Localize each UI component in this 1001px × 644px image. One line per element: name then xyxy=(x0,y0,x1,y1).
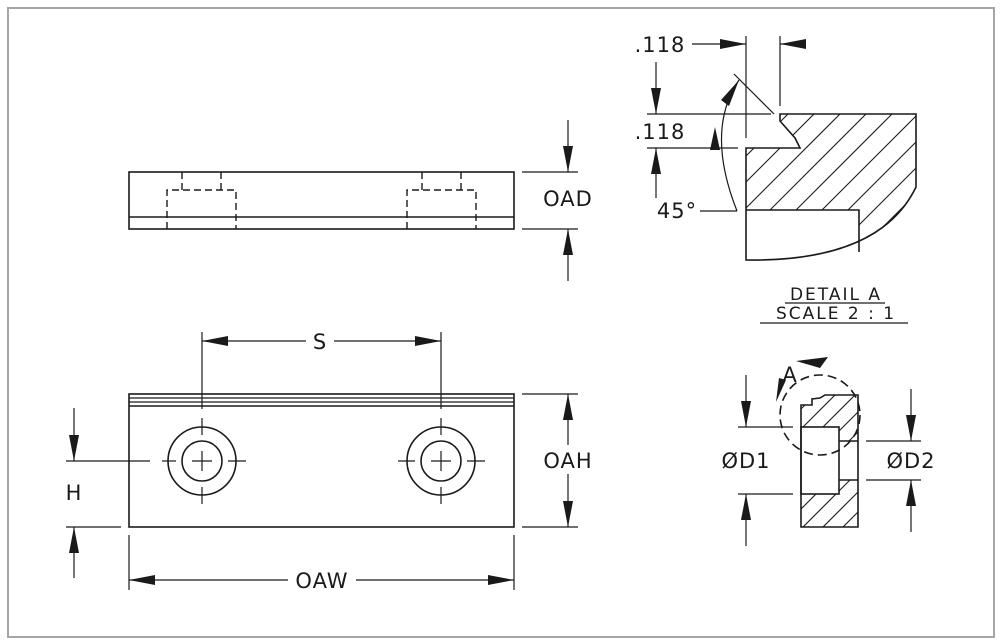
hatch-line xyxy=(801,395,839,527)
dimension-oad: OAD xyxy=(522,120,593,281)
counterbore-hole-left xyxy=(162,418,246,504)
hatch-line xyxy=(819,395,858,527)
dimension-d1: ØD1 xyxy=(721,375,793,546)
oah-label: OAH xyxy=(543,449,592,473)
dimension-s: S xyxy=(201,330,442,409)
h-label: H xyxy=(66,481,83,505)
hidden-counterbore-right xyxy=(406,172,477,229)
dimension-oah: OAH xyxy=(522,393,592,528)
hatch-line xyxy=(923,110,1001,265)
d2-label: ØD2 xyxy=(886,449,935,473)
d1-label: ØD1 xyxy=(721,449,770,473)
s-label: S xyxy=(313,330,327,354)
dimension-oaw: OAW xyxy=(128,535,515,593)
dimension-h: H xyxy=(66,408,150,578)
hidden-counterbore-left xyxy=(166,172,237,229)
detail-a-pocket xyxy=(746,209,860,252)
angle-label: 45° xyxy=(657,199,697,223)
dimension-detail-horizontal: .118 xyxy=(635,33,806,138)
detail-a-view: .118 .118 45° DETAIL A SCALE 2 : 1 xyxy=(635,33,1001,324)
section-hatching xyxy=(801,392,1001,530)
hatch-line xyxy=(746,114,845,261)
oad-label: OAD xyxy=(543,187,593,211)
hatch-line xyxy=(980,392,1001,530)
dimension-detail-vertical: .118 xyxy=(635,62,771,198)
hatch-line xyxy=(801,395,858,527)
detail-a-outline xyxy=(745,113,917,261)
dimension-d2: ØD2 xyxy=(866,389,935,532)
hatch-line xyxy=(975,110,1001,265)
section-view: A ØD1 ØD2 xyxy=(721,357,1001,546)
section-outline xyxy=(800,394,859,528)
hatch-line xyxy=(960,392,1001,530)
hatch-line xyxy=(844,114,916,261)
section-counterbore xyxy=(800,426,840,495)
dimension-angle: 45° xyxy=(657,73,775,223)
detail-vertical-label: .118 xyxy=(635,120,686,144)
detail-title: DETAIL A xyxy=(790,285,882,305)
oaw-label: OAW xyxy=(295,569,348,593)
top-view: OAD xyxy=(128,120,593,281)
hatch-line xyxy=(896,114,916,261)
top-view-outline xyxy=(128,171,515,230)
hatch-line xyxy=(940,392,1001,530)
callout-a-label: A xyxy=(782,363,797,387)
hatch-line xyxy=(746,114,871,261)
detail-scale: SCALE 2 : 1 xyxy=(776,304,896,324)
front-view: S OAH OAW xyxy=(66,330,592,593)
hatch-line xyxy=(949,110,1001,265)
hatch-line xyxy=(801,395,858,527)
counterbore-hole-right xyxy=(398,418,485,504)
detail-horizontal-label: .118 xyxy=(635,33,686,57)
front-view-outline xyxy=(128,393,515,528)
hatch-line xyxy=(870,114,916,261)
detail-callout: A xyxy=(776,357,861,456)
